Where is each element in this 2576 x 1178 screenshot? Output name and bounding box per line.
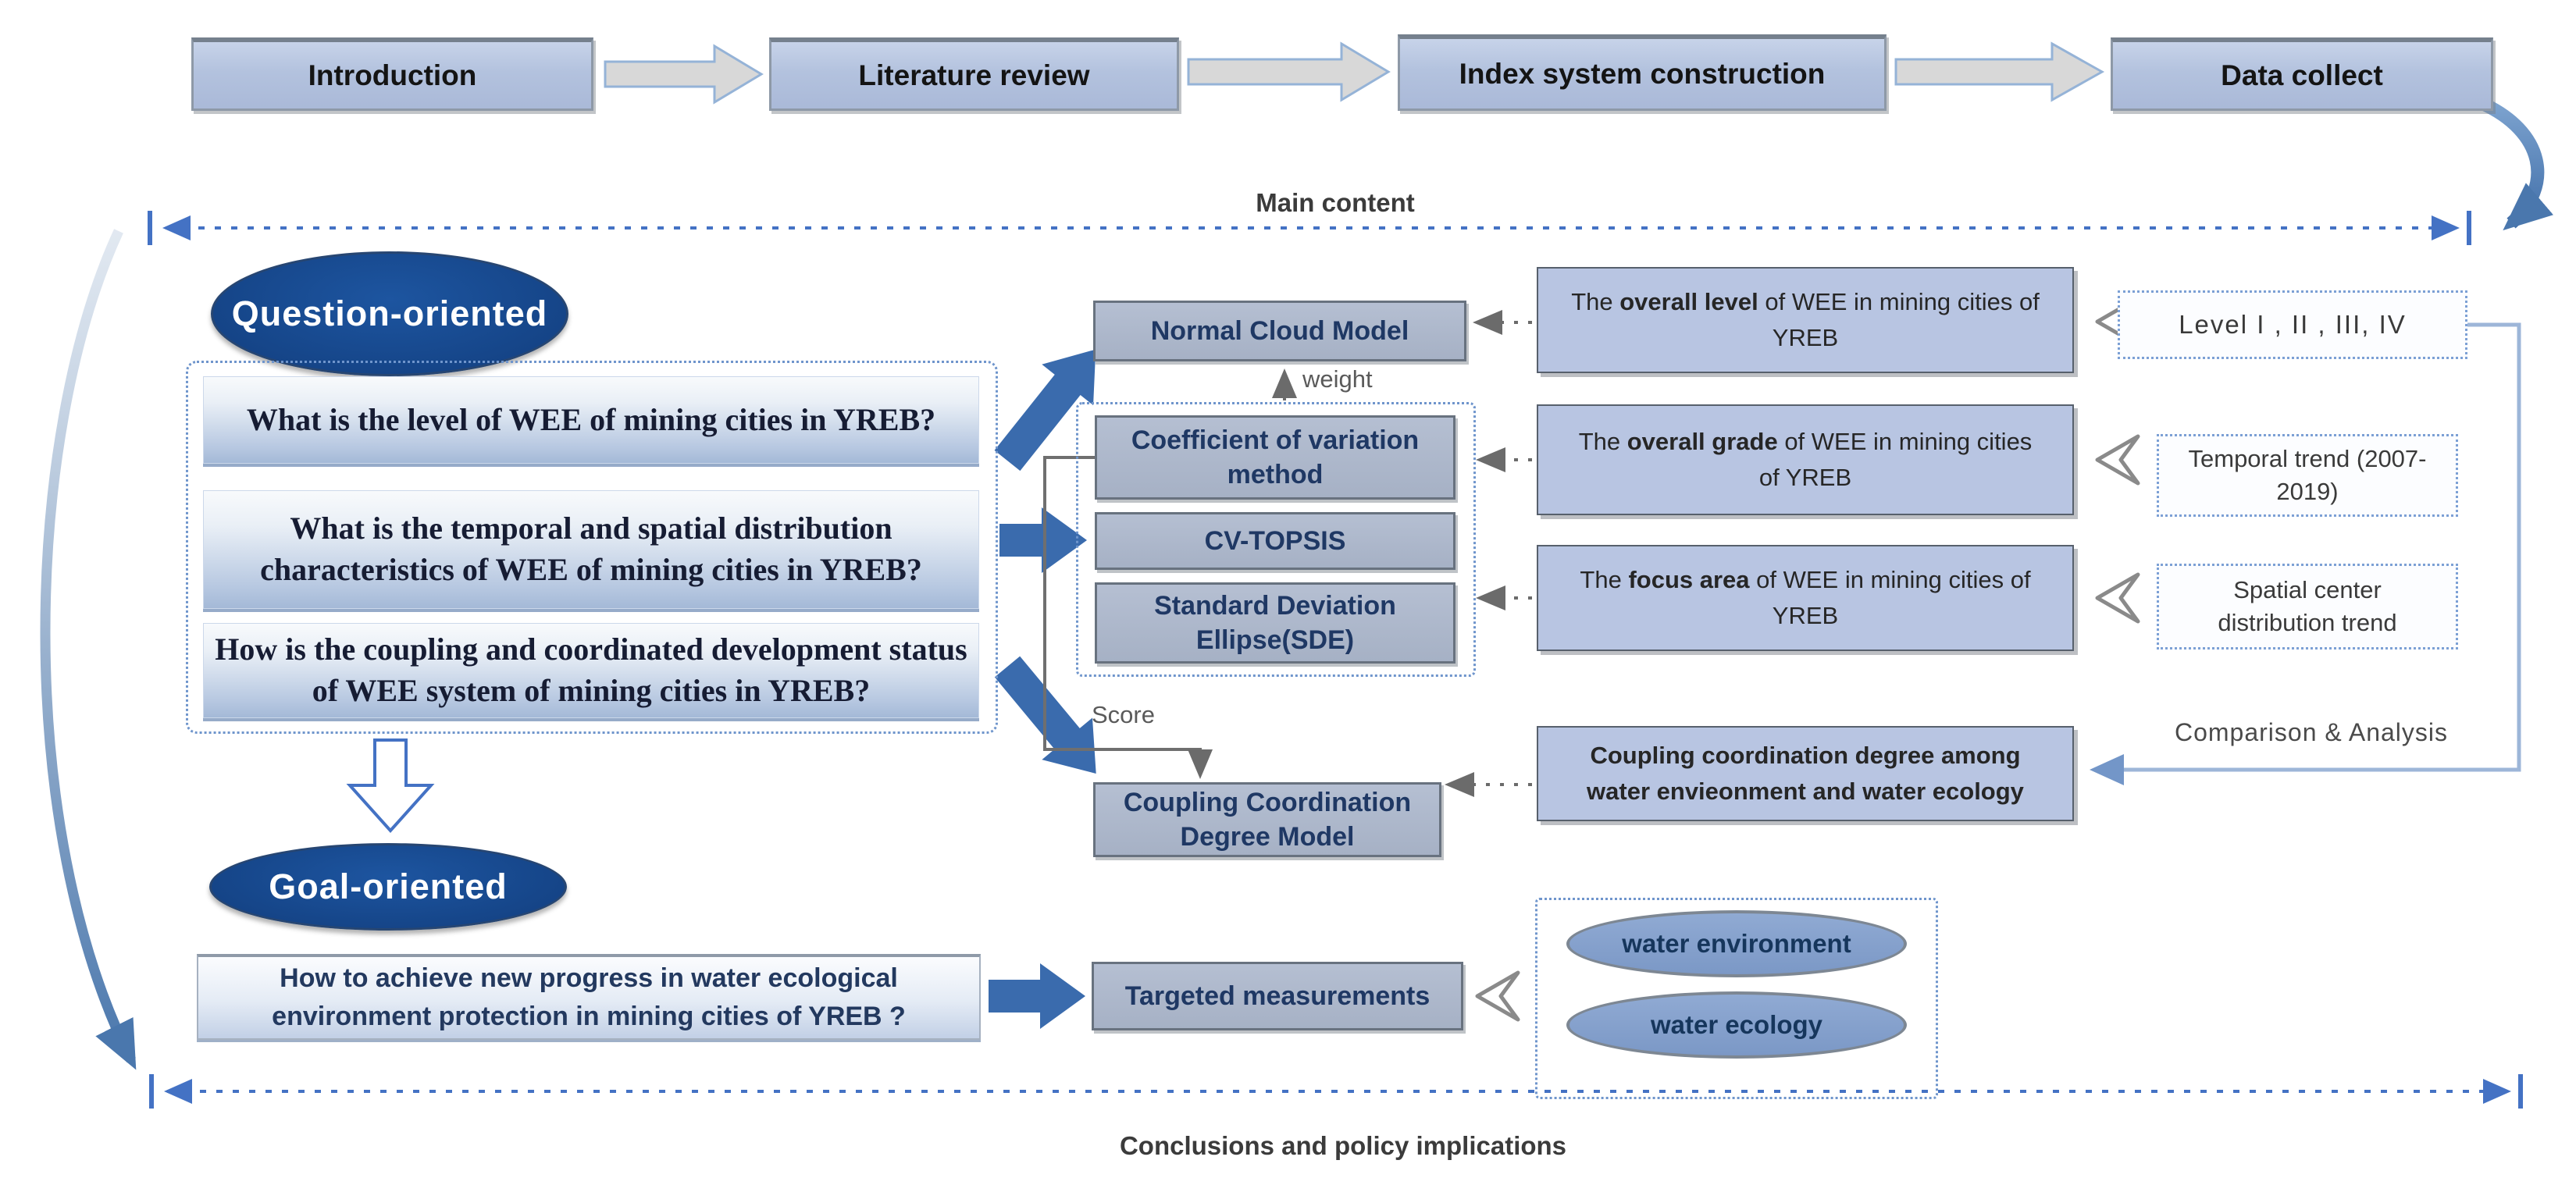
coefficient-of-variation-box: Coefficient of variation method [1095, 415, 1455, 500]
question-3: How is the coupling and coordinated deve… [203, 623, 979, 718]
conclusions-label: Conclusions and policy implications [1119, 1131, 1567, 1160]
dart-arrow-icon [2095, 572, 2140, 624]
cv-topsis-box: CV-TOPSIS [1095, 512, 1455, 570]
result-text-bold: overall level [1619, 287, 1758, 315]
water-ecology-ellipse: water ecology [1566, 991, 1907, 1059]
flow-arrow-icon [1894, 41, 2105, 102]
flow-step-introduction: Introduction [191, 37, 593, 111]
result-coupling-degree-box: Coupling coordination degree among water… [1537, 726, 2074, 821]
standard-deviation-ellipse-box: Standard Deviation Ellipse(SDE) [1095, 582, 1455, 664]
question-oriented-badge: Question-oriented [211, 251, 568, 376]
result-text: The [1571, 287, 1620, 315]
coupling-coordination-model-box: Coupling Coordination Degree Model [1093, 782, 1441, 857]
question-arrow-1 [994, 349, 1096, 472]
result-text: of WEE in mining cities of YREB [1758, 427, 2033, 492]
goal-question-box: How to achieve new progress in water eco… [197, 954, 981, 1040]
dart-arrow-icon [1475, 970, 1520, 1022]
dart-arrow-icon [2095, 434, 2140, 486]
goal-oriented-badge: Goal-oriented [209, 843, 567, 931]
flow-step-index-system: Index system construction [1398, 34, 1887, 111]
annotation-spatial-trend: Spatial center distribution trend [2157, 564, 2458, 650]
main-content-label: Main content [1256, 188, 1415, 217]
question-2: What is the temporal and spatial distrib… [203, 490, 979, 609]
comparison-connector [2090, 322, 2521, 785]
hollow-down-arrow-icon [346, 738, 435, 833]
question-1: What is the level of WEE of mining citie… [203, 376, 979, 464]
weighting-methods-container [1076, 402, 1476, 677]
targeted-measurements-box: Targeted measurements [1092, 962, 1463, 1030]
result-overall-level-box: The overall level of WEE in mining citie… [1537, 267, 2074, 373]
annotation-level-scale: Level I , II , III, IV [2118, 290, 2467, 359]
water-environment-ellipse: water environment [1566, 910, 1907, 977]
flow-arrow-icon [1187, 41, 1391, 102]
score-elbow-arrow [1043, 456, 1213, 779]
result-text: The [1578, 427, 1627, 455]
annotation-temporal-trend: Temporal trend (2007-2019) [2157, 434, 2458, 517]
flow-step-data-collect: Data collect [2111, 37, 2493, 111]
normal-cloud-model-box: Normal Cloud Model [1093, 301, 1466, 361]
left-curve-arrow [40, 229, 137, 1070]
result-text: of WEE in mining cities of YREB [1749, 565, 2031, 630]
goal-arrow [989, 963, 1085, 1029]
comparison-analysis-label: Comparison & Analysis [2174, 717, 2449, 746]
question-group-container [186, 361, 998, 734]
flow-step-literature-review: Literature review [769, 37, 1179, 111]
score-label: Score [1092, 701, 1155, 728]
result-focus-area-box: The focus area of WEE in mining cities o… [1537, 545, 2074, 651]
weight-label: weight [1302, 365, 1373, 393]
result-text-bold: overall grade [1626, 427, 1778, 455]
result-overall-grade-box: The overall grade of WEE in mining citie… [1537, 404, 2074, 515]
data-collect-curve-arrow [2478, 97, 2554, 231]
result-text: The [1580, 565, 1629, 593]
result-text: of WEE in mining cities of YREB [1758, 287, 2040, 352]
result-text-bold: focus area [1628, 565, 1750, 593]
flow-arrow-icon [604, 44, 764, 105]
